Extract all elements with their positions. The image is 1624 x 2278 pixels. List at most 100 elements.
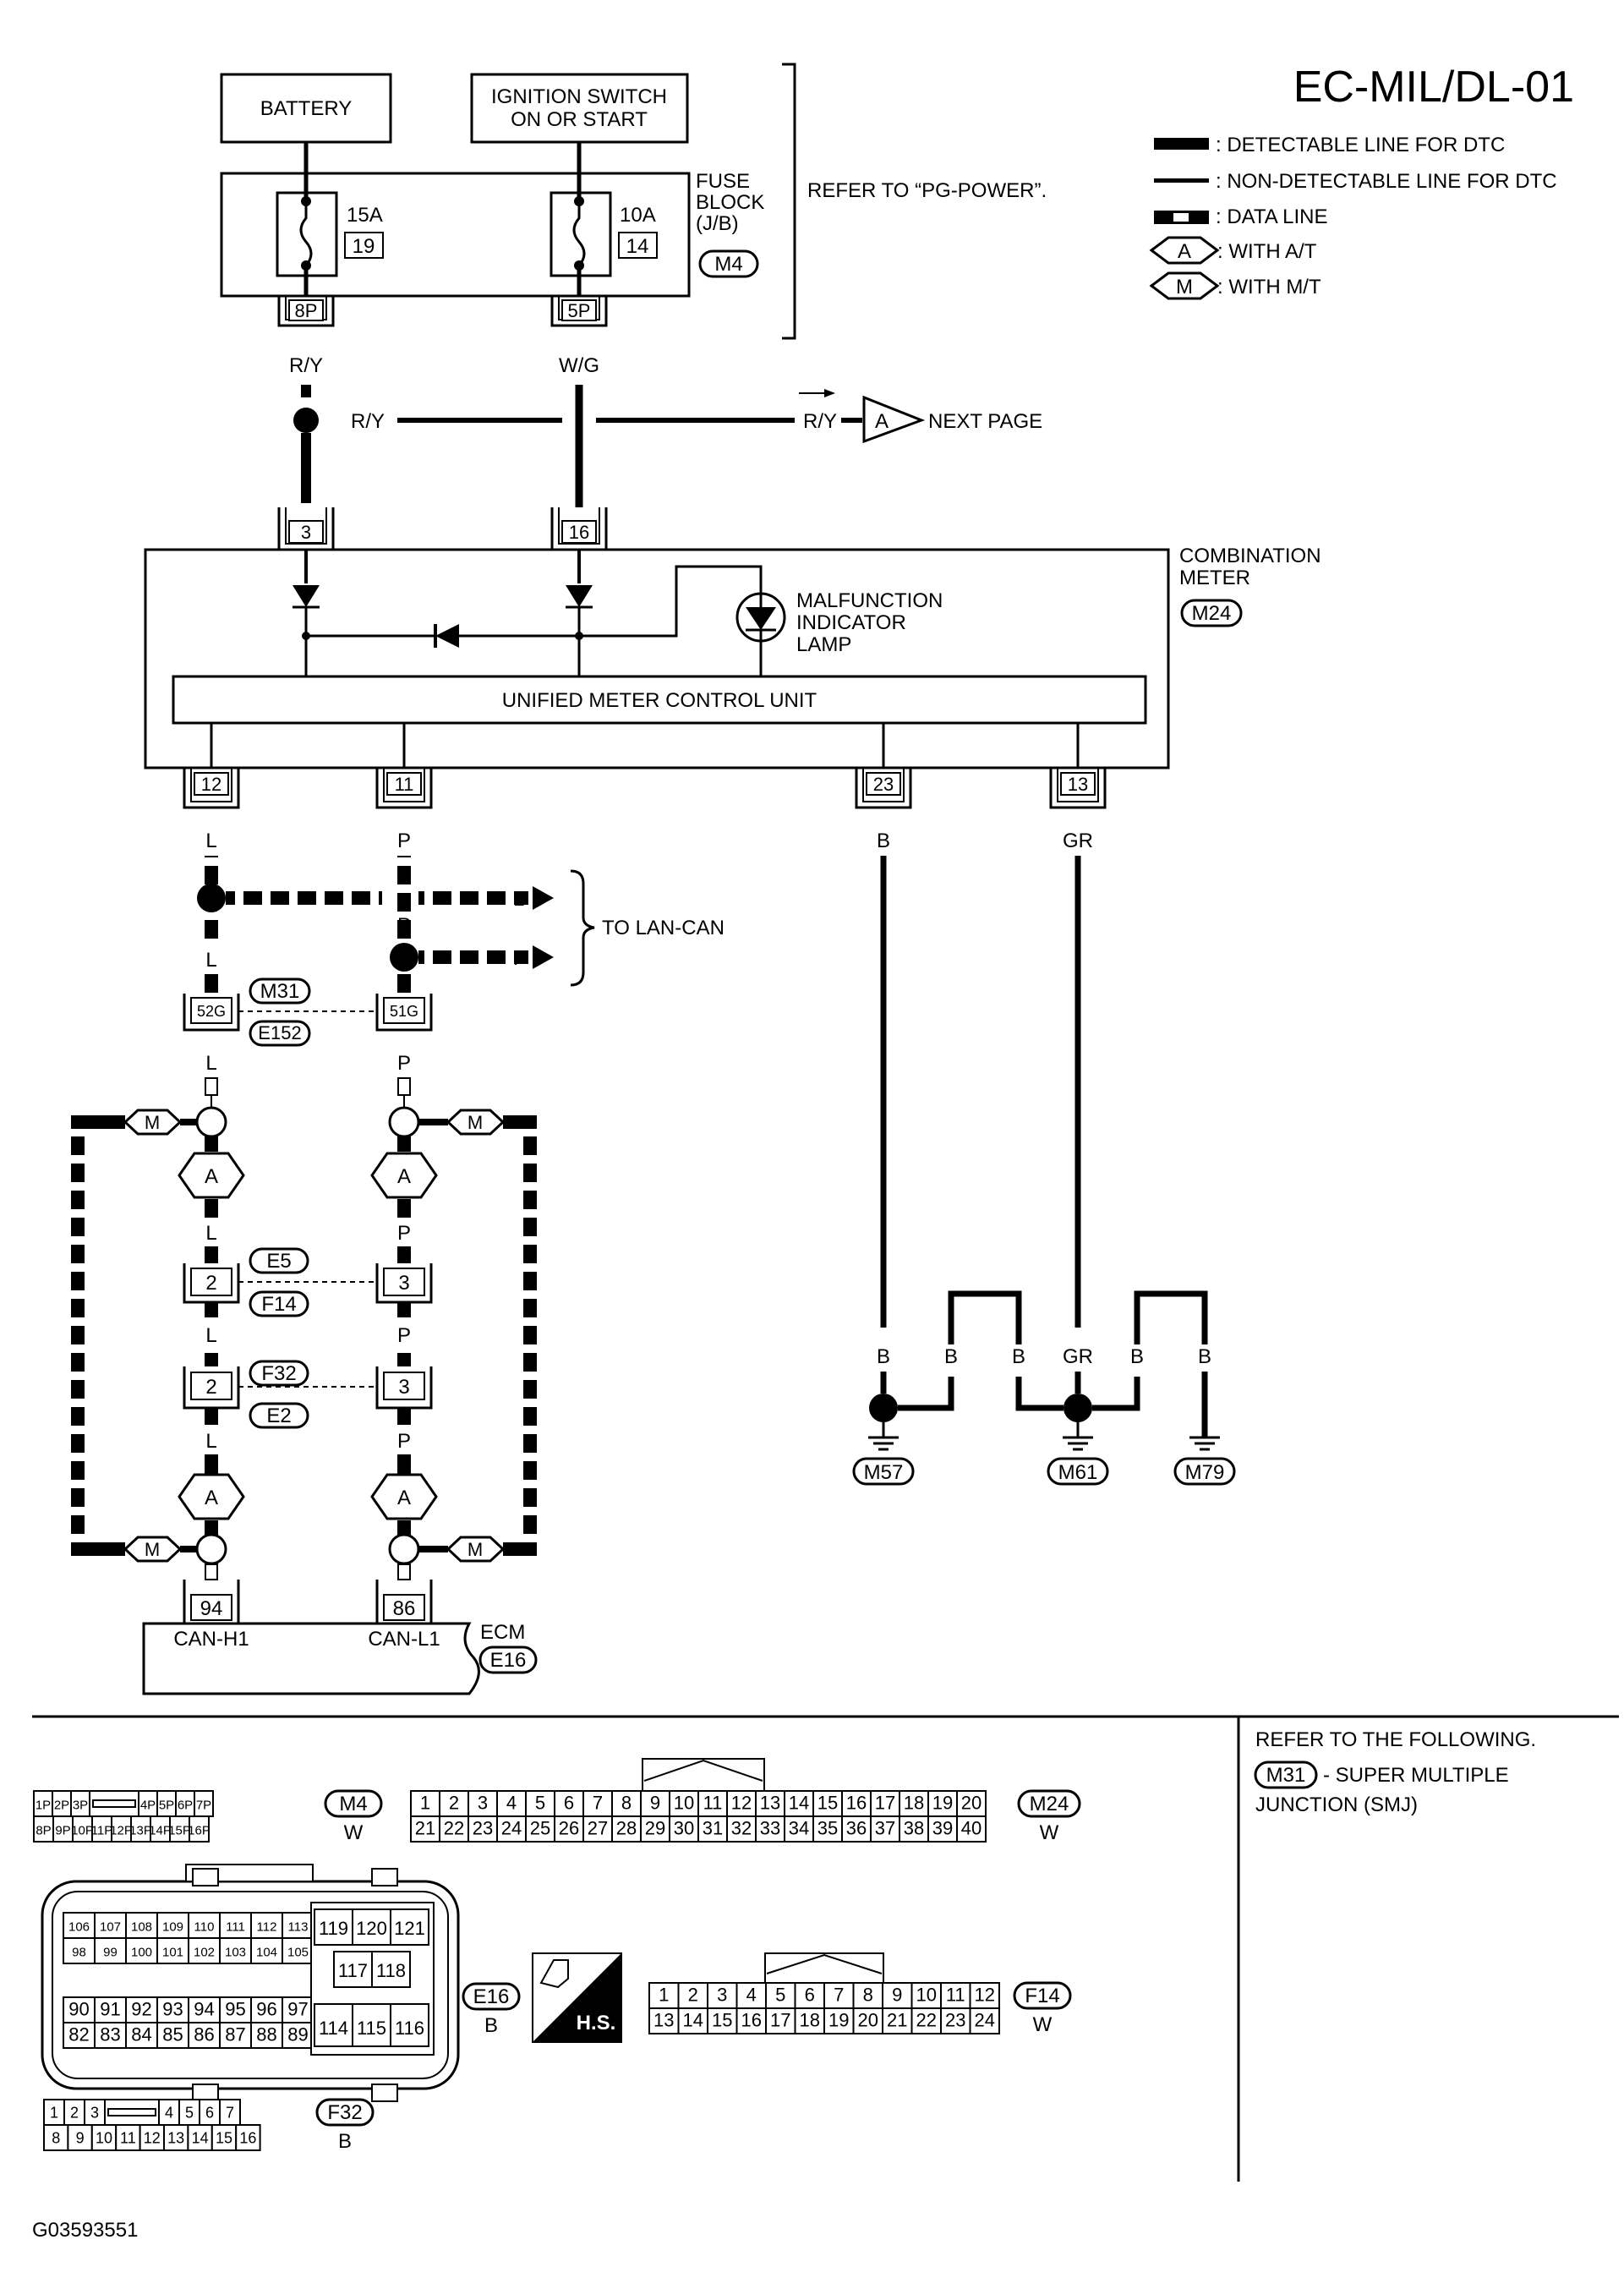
m24-pin-26: 26 [559, 1818, 579, 1839]
wire-p-label-3: P [397, 1052, 411, 1075]
m4-pin-15P: 15P [168, 1824, 191, 1838]
f32-pin-1: 1 [50, 2105, 58, 2122]
lan-can-brace [570, 869, 595, 987]
ground-splice-m57 [869, 1394, 898, 1422]
ground-symbol-m79: M79 [1173, 1436, 1236, 1486]
f32-pin-15: 15 [216, 2130, 232, 2147]
svg-text:M: M [145, 1539, 160, 1560]
mil-label: MALFUNCTION [796, 589, 943, 612]
e16-pin-115: 115 [357, 2018, 386, 2039]
svg-text:E5: E5 [266, 1250, 291, 1273]
f32-pin-16: 16 [239, 2130, 256, 2147]
e16-pin-102: 102 [194, 1946, 215, 1960]
e16-pin-103: 103 [225, 1946, 246, 1960]
m24-pin-4: 4 [506, 1793, 517, 1814]
svg-text:8P: 8P [295, 300, 318, 321]
m24-pin-30: 30 [674, 1818, 694, 1839]
e16-pin-84: 84 [131, 2024, 151, 2045]
svg-text:IGNITION SWITCH: IGNITION SWITCH [491, 85, 667, 108]
e16-pin-106: 106 [68, 1920, 90, 1935]
power-bracket [782, 63, 796, 340]
e16-pin-109: 109 [162, 1920, 183, 1935]
wire-l-lan: L [513, 888, 524, 911]
svg-text:10A: 10A [620, 204, 656, 227]
svg-text:M4: M4 [714, 253, 742, 276]
e16-pin-97: 97 [287, 1999, 308, 2020]
e16-pin-100: 100 [131, 1946, 152, 1960]
mt-hex-left-top: M [123, 1109, 183, 1136]
wire-gr-label-2: GR [1063, 1345, 1093, 1368]
legend-non-detectable-label: : NON-DETECTABLE LINE FOR DTC [1216, 170, 1557, 193]
svg-text:F14: F14 [261, 1293, 296, 1316]
legend-at-label: : WITH A/T [1217, 240, 1317, 263]
m24-pin-2: 2 [449, 1793, 459, 1814]
e16-pin-114: 114 [319, 2018, 348, 2039]
joint-tag-e5: E5 [249, 1247, 309, 1274]
svg-text:51G: 51G [390, 1003, 418, 1020]
wire-p-label-5: P [397, 1324, 411, 1347]
e16-pin-101: 101 [162, 1946, 183, 1960]
connector-tag-e16: E16 B [462, 1982, 521, 2037]
m4-pin-4P: 4P [140, 1799, 156, 1813]
m24-pin-20: 20 [961, 1793, 982, 1814]
f32-pin-3: 3 [90, 2105, 99, 2122]
fuse-block-label-3: (J/B) [696, 212, 739, 235]
ground-symbol-m61: M61 [1047, 1422, 1109, 1486]
svg-text:M4: M4 [339, 1793, 367, 1815]
e16-pin-82: 82 [68, 2024, 89, 2045]
wire-l-label-5: L [205, 1324, 216, 1347]
svg-text:W: W [344, 1821, 364, 1844]
combination-meter-connector-tag: M24 [1180, 599, 1243, 627]
svg-text:F32: F32 [327, 2101, 362, 2124]
connector-tag-m4: M4 W [324, 1789, 383, 1844]
m24-pin-12: 12 [731, 1793, 752, 1814]
m24-pin-31: 31 [703, 1818, 723, 1839]
e16-pin-105: 105 [287, 1946, 309, 1960]
e16-pin-104: 104 [256, 1946, 277, 1960]
svg-text:94: 94 [200, 1597, 223, 1620]
m24-pin-29: 29 [645, 1818, 665, 1839]
f32-pin-2: 2 [70, 2105, 79, 2122]
wire-b-label-5: B [1130, 1345, 1144, 1368]
m4-pin-12P: 12P [110, 1824, 133, 1838]
mt-junction-right-top [388, 1106, 420, 1138]
wire-p-label-4: P [397, 1222, 411, 1245]
m24-pin-40: 40 [961, 1818, 982, 1839]
svg-text:5P: 5P [568, 300, 591, 321]
e16-pin-116: 116 [395, 2018, 424, 2039]
svg-text:13: 13 [1068, 774, 1088, 795]
meter-pin-13: 13 [1049, 768, 1107, 809]
refer-line-2: - SUPER MULTIPLE [1323, 1764, 1509, 1787]
svg-text:W: W [1040, 1821, 1059, 1844]
refer-tag-m31: M31 [1254, 1761, 1318, 1789]
svg-text:23: 23 [873, 774, 894, 795]
m4-pin-16P: 16P [188, 1824, 211, 1838]
mt-hex-right-top: M [446, 1109, 506, 1136]
svg-text:15A: 15A [347, 204, 383, 227]
f32-pin-8: 8 [52, 2130, 60, 2147]
m24-pin-11: 11 [703, 1793, 723, 1814]
splice-ry [293, 408, 319, 433]
connector-tag-m24: M24 W [1017, 1789, 1081, 1844]
splice-can-l [390, 943, 418, 972]
fuse-pin-5p: 5P [550, 296, 608, 327]
wire-l-label-6: L [205, 1430, 216, 1453]
svg-text:M24: M24 [1192, 602, 1232, 625]
e16-pin-92: 92 [131, 1999, 151, 2020]
meter-pin-3: 3 [277, 507, 335, 551]
m24-pin-6: 6 [564, 1793, 574, 1814]
control-unit-label: UNIFIED METER CONTROL UNIT [502, 689, 817, 712]
mt-hex-right-bottom: M [446, 1536, 506, 1563]
f14-pin-17: 17 [770, 2010, 790, 2031]
wire-wg-label: W/G [559, 354, 599, 377]
svg-text:M57: M57 [864, 1461, 904, 1484]
m24-pin-1: 1 [420, 1793, 430, 1814]
combination-meter-label-2: METER [1179, 567, 1250, 589]
e16-pin-85: 85 [162, 2024, 183, 2045]
fuse-block: 15A 19 10A 14 [220, 172, 691, 298]
svg-text:11: 11 [395, 774, 414, 795]
f32-pin-13: 13 [167, 2130, 184, 2147]
